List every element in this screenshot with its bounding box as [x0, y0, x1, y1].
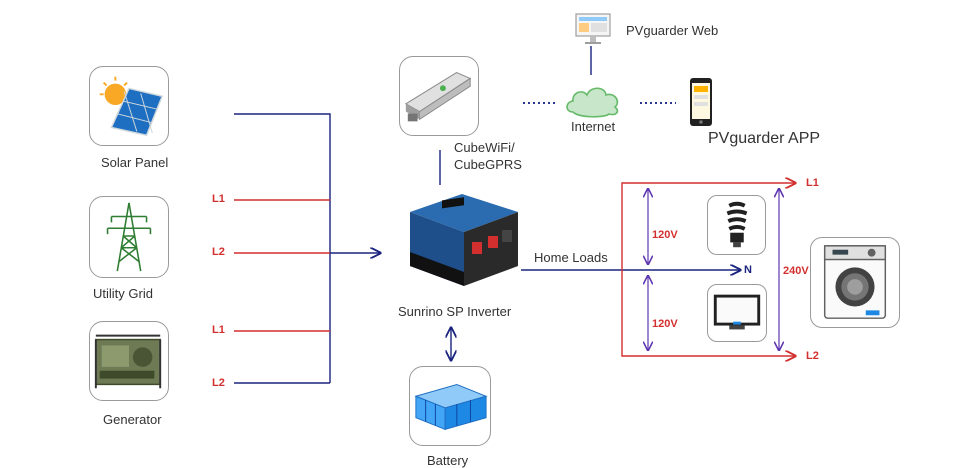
- inverter-icon: [410, 194, 518, 286]
- internet-label: Internet: [571, 119, 616, 134]
- gen-l1-label: L1: [212, 324, 225, 336]
- neutral-label: N: [744, 264, 752, 276]
- utility-grid-label: Utility Grid: [93, 286, 153, 301]
- load-l2-bus: [621, 270, 795, 356]
- solar-panel-box: [89, 66, 169, 146]
- pvguarder-web-label: PVguarder Web: [626, 23, 719, 38]
- solar-panel-label: Solar Panel: [101, 155, 169, 170]
- grid-l1-label: L1: [212, 193, 225, 205]
- battery-icon: [414, 384, 488, 431]
- gen-l2-label: L2: [212, 377, 225, 389]
- generator-label: Generator: [103, 412, 162, 427]
- monitor-icon: [575, 13, 611, 44]
- tv-icon: [713, 294, 761, 330]
- pvguarder-app-label: PVguarder APP: [708, 130, 821, 147]
- phone-icon: [690, 78, 712, 126]
- wifi-module-icon: [404, 72, 472, 122]
- utility-grid-box: [89, 196, 169, 278]
- module-label-line1: CubeWiFi/: [454, 140, 515, 155]
- v-upper-label: 120V: [652, 229, 678, 241]
- generator-icon: [94, 334, 162, 389]
- solar-dc-line: [234, 113, 331, 383]
- load-l2-label: L2: [806, 350, 819, 362]
- washing-machine-icon: [823, 245, 887, 319]
- battery-label: Battery: [427, 453, 469, 468]
- cloud-icon: [566, 87, 619, 118]
- transmission-tower-icon: [106, 202, 152, 272]
- tv-box: [707, 284, 767, 342]
- v-total-label: 240V: [783, 265, 809, 277]
- washer-box: [810, 237, 900, 328]
- home-loads-label: Home Loads: [534, 250, 608, 265]
- generator-box: [89, 321, 169, 401]
- v-lower-label: 120V: [652, 318, 678, 330]
- inverter-label: Sunrino SP Inverter: [398, 304, 512, 319]
- load-l1-bus: [621, 183, 795, 270]
- battery-box: [409, 366, 491, 446]
- load-l1-label: L1: [806, 177, 819, 189]
- solar-panel-icon: [99, 76, 164, 137]
- bulb-box: [707, 195, 766, 255]
- grid-l2-label: L2: [212, 246, 225, 258]
- module-label-line2: CubeGPRS: [454, 157, 522, 172]
- cubewifi-box: [399, 56, 479, 136]
- bulb-icon: [726, 201, 748, 248]
